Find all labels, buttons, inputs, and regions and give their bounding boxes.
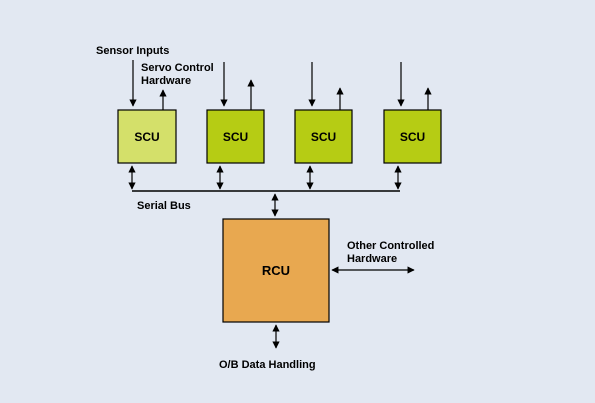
scu-box-1 [117, 109, 177, 164]
scu-label-4: SCU [400, 130, 425, 144]
scu-box-4 [383, 109, 442, 164]
scu-label-3: SCU [311, 130, 336, 144]
rcu-label: RCU [262, 263, 290, 278]
scu-box-2 [206, 109, 265, 164]
ob-data-handling-label: O/B Data Handling [219, 359, 316, 371]
rcu-box [222, 218, 330, 323]
serial-bus-label: Serial Bus [137, 200, 191, 212]
scu-box-3 [294, 109, 353, 164]
scu-label-2: SCU [223, 130, 248, 144]
servo-control-label-line2: Hardware [141, 75, 191, 87]
servo-control-label-line1: Servo Control [141, 62, 214, 74]
scu-label-1: SCU [134, 130, 159, 144]
other-controlled-label-line2: Hardware [347, 253, 397, 265]
other-controlled-label-line1: Other Controlled [347, 240, 434, 252]
sensor-inputs-label: Sensor Inputs [96, 45, 169, 57]
